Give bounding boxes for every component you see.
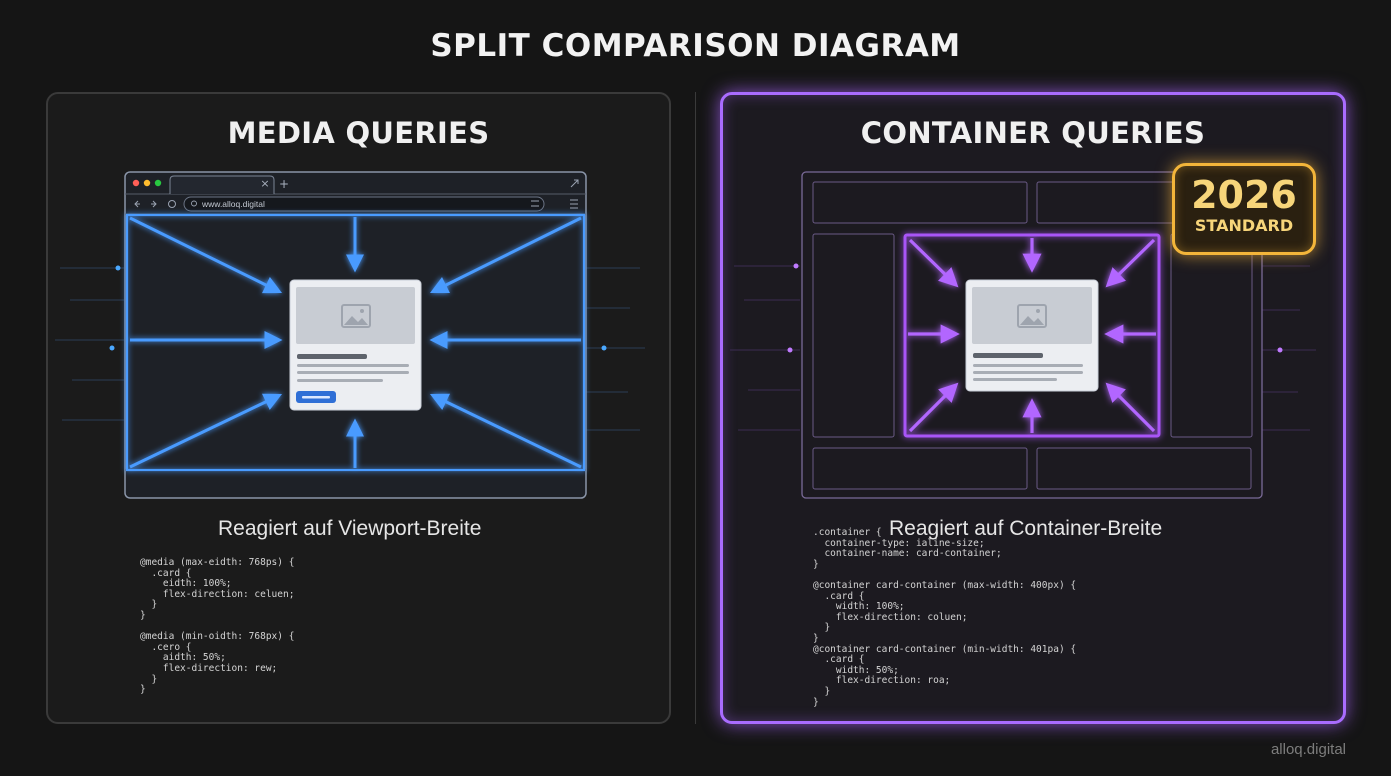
container-arrows bbox=[903, 233, 1161, 438]
glow-dot-icon bbox=[787, 347, 793, 353]
window-zoom-dot-icon bbox=[154, 179, 162, 187]
media-queries-caption: Reagiert auf Viewport-Breite bbox=[218, 517, 482, 540]
image-placeholder-icon bbox=[341, 304, 371, 328]
glow-dot-icon bbox=[115, 265, 121, 271]
tab-close-icon: × bbox=[260, 177, 269, 190]
viewport-arrows bbox=[125, 213, 586, 472]
circuit-lines-left bbox=[55, 267, 645, 431]
glow-dot-icon bbox=[793, 263, 799, 269]
circuit-lines-right bbox=[730, 265, 1316, 431]
window-minimize-dot-icon bbox=[143, 179, 151, 187]
image-placeholder-icon bbox=[1017, 304, 1047, 328]
expand-icon bbox=[570, 179, 579, 188]
badge-year: 2026 bbox=[1191, 173, 1297, 217]
center-divider bbox=[695, 92, 696, 724]
diagram-title: SPLIT COMPARISON DIAGRAM bbox=[430, 28, 961, 64]
watermark: alloq.digital bbox=[1270, 741, 1346, 758]
responsive-card-left bbox=[289, 279, 422, 411]
new-tab-icon: + bbox=[279, 177, 289, 191]
container-queries-code: .container { container-type: ialine-size… bbox=[813, 527, 1077, 708]
address-url: www.alloq.digital bbox=[201, 199, 265, 209]
reload-icon bbox=[168, 200, 176, 208]
glow-dot-icon bbox=[109, 345, 115, 351]
address-search-icon bbox=[191, 200, 197, 207]
media-queries-heading: MEDIA QUERIES bbox=[227, 116, 490, 150]
responsive-card-right bbox=[965, 279, 1099, 392]
menu-icon bbox=[570, 199, 578, 209]
address-bar bbox=[183, 196, 545, 212]
container-queries-heading: CONTAINER QUERIES bbox=[860, 116, 1206, 150]
media-queries-code: @media (max-eidth: 768ps) { .card { eidt… bbox=[140, 557, 295, 696]
glow-dot-icon bbox=[1277, 347, 1283, 353]
window-close-dot-icon bbox=[132, 179, 140, 187]
container-queries-caption: Reagiert auf Container-Breite bbox=[889, 517, 1163, 540]
glow-dot-icon bbox=[601, 345, 607, 351]
standard-2026-badge: 2026 STANDARD bbox=[1172, 163, 1316, 255]
address-settings-icon bbox=[531, 200, 539, 207]
page-layout-wireframe bbox=[801, 171, 1263, 499]
back-icon bbox=[134, 200, 140, 208]
forward-icon bbox=[151, 200, 157, 208]
badge-label: STANDARD bbox=[1194, 216, 1294, 235]
